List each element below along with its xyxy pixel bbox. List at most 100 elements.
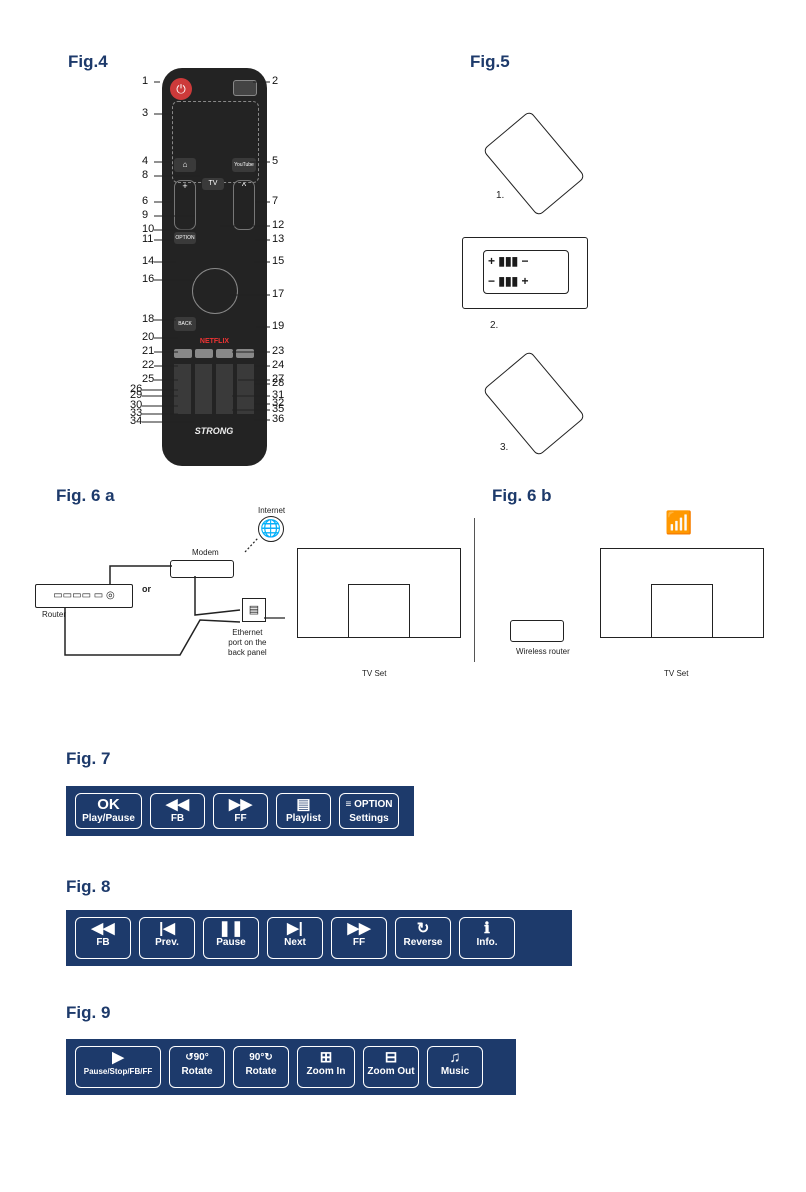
callout-number: 35 bbox=[272, 403, 285, 415]
callout-number: 6 bbox=[142, 195, 149, 207]
zoom-out-button[interactable]: ⊟Zoom Out bbox=[363, 1046, 419, 1088]
wireless-router-device bbox=[510, 620, 564, 642]
fig7-title: Fig. 7 bbox=[66, 749, 111, 768]
back-button[interactable]: BACK bbox=[174, 317, 196, 331]
volume-rocker[interactable]: + bbox=[174, 180, 196, 230]
ff-button[interactable]: ▶▶FF bbox=[213, 793, 268, 829]
channel-rocker[interactable]: ^ bbox=[233, 180, 255, 230]
battery-step-1-illustration bbox=[482, 110, 598, 220]
color-keys[interactable] bbox=[174, 349, 254, 358]
rotate-left-icon: ↺90° bbox=[185, 1052, 209, 1063]
callout-number: 12 bbox=[272, 219, 285, 231]
fb-button[interactable]: ◀◀FB bbox=[150, 793, 205, 829]
dpad[interactable] bbox=[192, 268, 238, 314]
tv-back-panel-6b bbox=[651, 584, 713, 638]
zoom-in-icon: ⊞ bbox=[319, 1049, 333, 1066]
option-button[interactable]: OPTION bbox=[174, 232, 196, 244]
callout-number: 5 bbox=[272, 155, 279, 167]
next-button[interactable]: ▶|Next bbox=[267, 917, 323, 959]
tv-back-panel bbox=[348, 584, 410, 638]
callout-number: 3 bbox=[142, 107, 149, 119]
button-label: Reverse bbox=[403, 937, 443, 948]
fig6-divider bbox=[474, 518, 475, 662]
reverse-button[interactable]: ↻Reverse bbox=[395, 917, 451, 959]
button-label: Rotate bbox=[181, 1066, 213, 1077]
battery-step-3-label: 3. bbox=[500, 442, 509, 453]
fig6a-title: Fig. 6 a bbox=[56, 486, 115, 505]
callout-number: 18 bbox=[142, 313, 155, 325]
callout-number: 22 bbox=[142, 359, 155, 371]
fig4-title: Fig.4 bbox=[68, 52, 108, 71]
callout-number: 8 bbox=[142, 169, 149, 181]
callout-number: 2 bbox=[272, 75, 279, 87]
callout-number: 14 bbox=[142, 255, 155, 267]
fb-button[interactable]: ◀◀FB bbox=[75, 917, 131, 959]
callout-number: 26 bbox=[130, 383, 143, 395]
modem-label: Modem bbox=[192, 548, 219, 557]
button-label: FB bbox=[96, 937, 110, 948]
button-label: FF bbox=[352, 937, 366, 948]
button-label: Playlist bbox=[285, 813, 322, 824]
callout-number: 32 bbox=[272, 397, 285, 409]
zoom-in-button[interactable]: ⊞Zoom In bbox=[297, 1046, 355, 1088]
button-label: FF bbox=[234, 813, 247, 824]
music-button[interactable]: ♫Music bbox=[427, 1046, 483, 1088]
music-icon: ♫ bbox=[449, 1049, 461, 1066]
prev-button[interactable]: |◀Prev. bbox=[139, 917, 195, 959]
playlist-button[interactable]: ▤Playlist bbox=[276, 793, 331, 829]
button-label: Pause bbox=[216, 937, 246, 948]
callout-number: 29 bbox=[130, 389, 143, 401]
info-icon: ℹ bbox=[484, 920, 490, 937]
callout-number: 7 bbox=[272, 195, 279, 207]
function-keys bbox=[174, 364, 254, 414]
globe-icon: 🌐 bbox=[258, 516, 284, 542]
power-button[interactable]: ⏻ bbox=[170, 78, 192, 100]
youtube-button[interactable]: YouTube bbox=[232, 158, 256, 172]
button-label: Music bbox=[440, 1066, 470, 1077]
wifi-icon: 📶 bbox=[665, 510, 693, 535]
home-button[interactable]: ⌂ bbox=[174, 158, 196, 172]
pause-icon: ❚❚ bbox=[218, 920, 244, 937]
button-label: Pause/Stop/FB/FF bbox=[83, 1067, 153, 1076]
callout-number: 19 bbox=[272, 320, 285, 332]
netflix-button[interactable]: NETFLIX bbox=[199, 338, 230, 345]
callout-number: 15 bbox=[272, 255, 285, 267]
fig5-title: Fig.5 bbox=[470, 52, 510, 71]
button-label: Zoom In bbox=[306, 1066, 346, 1077]
battery-step-2-illustration: + ▮▮▮ −− ▮▮▮ + bbox=[462, 237, 588, 309]
battery-step-2-label: 2. bbox=[490, 320, 499, 331]
button-label: Play/Pause bbox=[82, 813, 135, 824]
callout-number: 36 bbox=[272, 413, 285, 425]
input-button[interactable] bbox=[233, 80, 257, 96]
callout-number: 20 bbox=[142, 331, 155, 343]
pause-button[interactable]: ❚❚Pause bbox=[203, 917, 259, 959]
pause-stop-fb-ff-button[interactable]: ▶Pause/Stop/FB/FF bbox=[75, 1046, 161, 1088]
button-label: FB bbox=[170, 813, 185, 824]
wireless-router-label: Wireless router bbox=[516, 647, 570, 656]
battery-step-3-illustration bbox=[482, 350, 598, 457]
callout-number: 21 bbox=[142, 345, 155, 357]
internet-label: Internet bbox=[258, 506, 286, 515]
modem-device bbox=[170, 560, 234, 578]
rewind-icon: ◀◀ bbox=[165, 796, 190, 813]
tv-button[interactable]: TV bbox=[202, 178, 224, 190]
callout-number: 1 bbox=[142, 75, 149, 87]
remote-callout-lines bbox=[142, 81, 270, 423]
callout-number: 28 bbox=[272, 377, 285, 389]
rotate-button[interactable]: 90°↻Rotate bbox=[233, 1046, 289, 1088]
callout-number: 34 bbox=[130, 415, 143, 427]
zoom-out-icon: ⊟ bbox=[384, 1049, 398, 1066]
or-label: or bbox=[142, 584, 151, 594]
ff-button[interactable]: ▶▶FF bbox=[331, 917, 387, 959]
router-label: Router bbox=[42, 610, 67, 619]
playlist-icon: ▤ bbox=[296, 796, 311, 813]
fast-forward-icon: ▶▶ bbox=[347, 920, 371, 937]
fig9-title: Fig. 9 bbox=[66, 1003, 111, 1022]
network-cables bbox=[64, 537, 285, 656]
rotate-button[interactable]: ↺90° Rotate bbox=[169, 1046, 225, 1088]
callout-number: 30 bbox=[130, 399, 143, 411]
